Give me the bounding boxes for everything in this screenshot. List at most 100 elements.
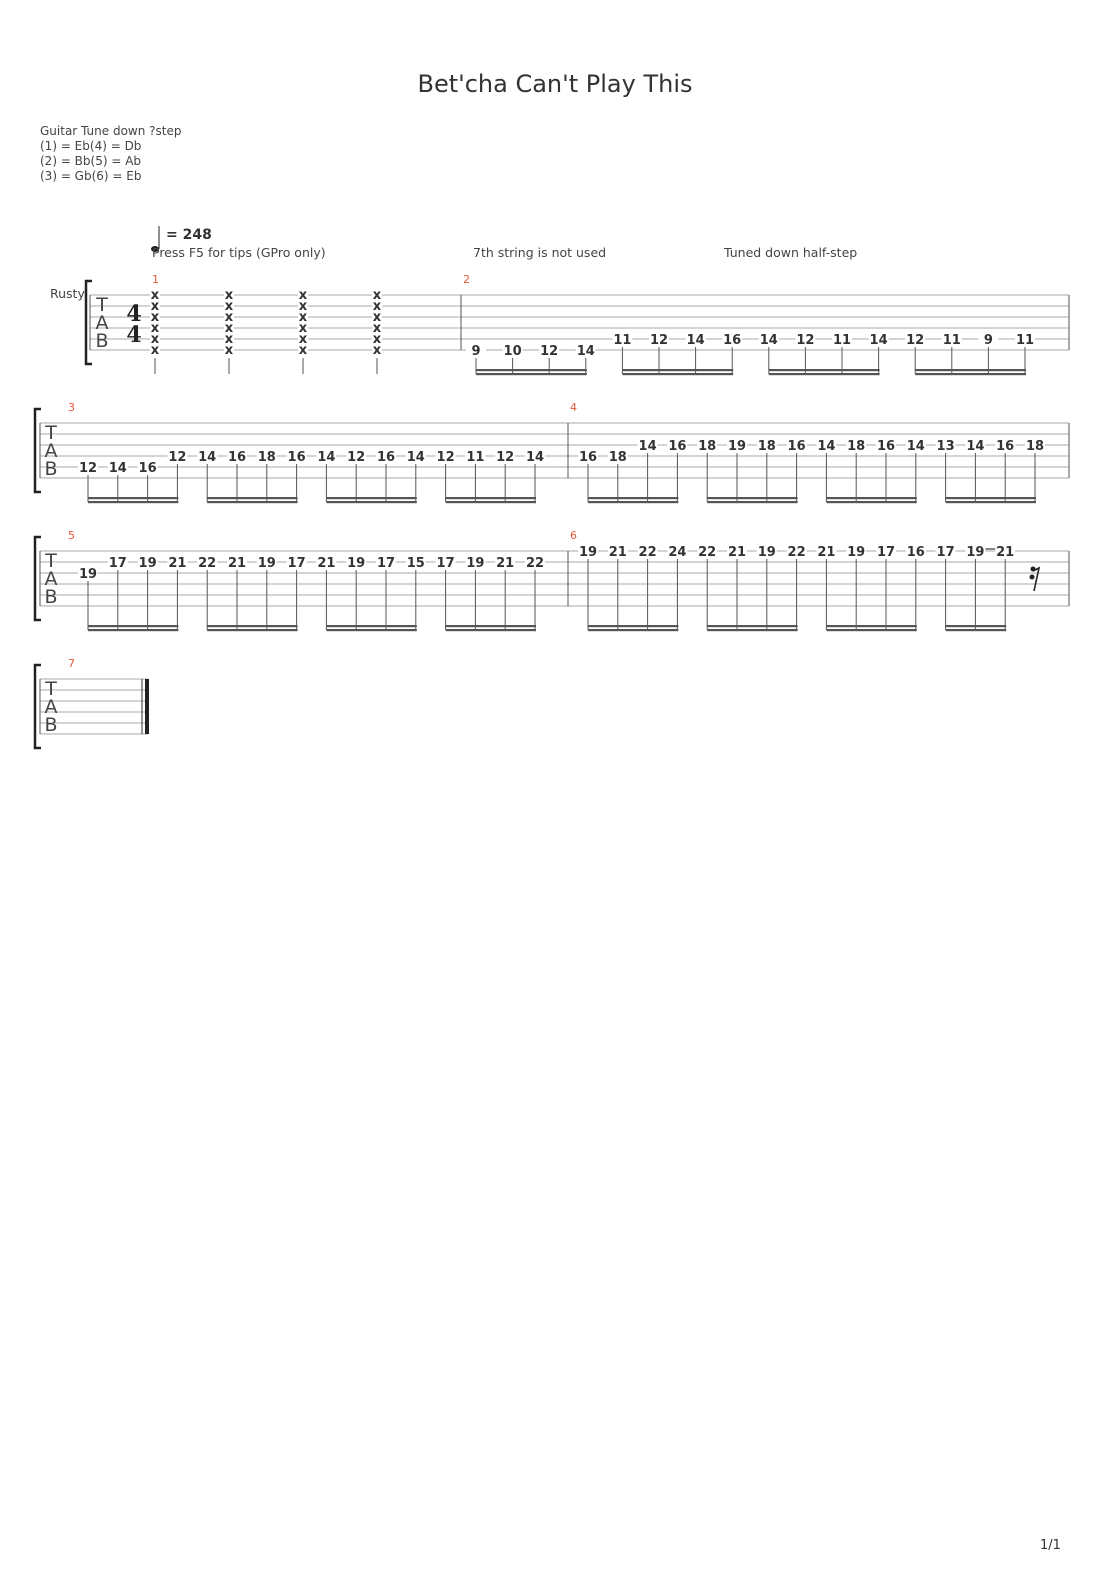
beam [826,497,917,500]
fret-number: 19 [347,556,365,571]
note-mask [435,449,456,462]
note-mask [965,544,986,557]
fret-number: 21 [817,545,835,560]
tab-clef-letter: A [96,312,109,334]
note-mask [905,332,926,345]
fret-number: 9 [471,344,480,359]
fret-number: 12 [796,333,814,348]
beam [207,625,298,628]
fret-number: 11 [833,333,851,348]
beam [768,369,880,372]
note-mask [935,544,956,557]
note-mask [167,555,188,568]
fret-number: 14 [687,333,705,348]
measure-number: 5 [68,529,75,542]
tuning-line: (2) = Bb(5) = Ab [40,154,142,168]
tab-clef-letter: T [44,678,57,700]
note-mask [405,555,426,568]
fret-number: 17 [437,556,455,571]
fret-number: 12 [540,344,558,359]
system-bracket [33,407,41,494]
tab-clef-letter: T [44,550,57,572]
note-mask [298,300,308,311]
beam [945,629,1007,632]
fret-number: 17 [377,556,395,571]
note-mask [578,449,598,462]
tab-clef-letter: B [44,586,57,608]
beam [622,369,734,372]
note-mask [346,449,367,462]
note-mask [786,544,807,557]
dead-note-x: x [225,343,234,358]
dead-note-x: x [373,299,382,314]
note-mask [995,544,1016,557]
fret-number: 16 [579,450,597,465]
fret-number: 21 [609,545,627,560]
note-mask [372,289,382,300]
note-mask [637,544,658,557]
note-mask [372,322,382,333]
measure-number: 4 [570,401,577,414]
fret-number: 18 [258,450,276,465]
fret-number: 12 [347,450,365,465]
note-mask [435,555,456,568]
fret-number: 19 [758,545,776,560]
fret-number: 14 [317,450,335,465]
note-mask [286,449,307,462]
system-bracket [33,663,41,750]
note-mask [795,332,816,345]
beam [445,497,536,500]
note-mask [256,555,277,568]
fret-number: 12 [79,461,97,476]
note-mask [256,449,277,462]
sixteenth-rest [1032,566,1041,592]
note-mask [539,343,560,356]
fret-number: 16 [723,333,741,348]
note-mask [786,438,807,451]
system-bracket [84,279,92,366]
beam [588,497,679,500]
fret-number: 17 [937,545,955,560]
beam [768,373,880,376]
beam [915,373,1026,376]
fret-number: 14 [870,333,888,348]
note-mask [372,311,382,322]
fret-number: 12 [437,450,455,465]
note-mask [495,449,516,462]
note-mask [876,544,896,557]
note-mask [607,544,628,557]
beam [207,497,298,500]
beam [826,625,917,628]
fret-number: 14 [109,461,127,476]
note-mask [846,544,867,557]
tab-clef-letter: T [44,422,57,444]
note-mask [372,333,382,344]
note-mask [832,332,852,345]
fret-number: 11 [613,333,631,348]
dead-note-x: x [299,288,308,303]
beam [915,369,1026,372]
dead-note-x: x [225,310,234,325]
system-bracket [33,535,41,622]
fret-number: 11 [943,333,961,348]
fret-number: 14 [817,439,835,454]
note-mask [376,555,396,568]
fret-number: 21 [996,545,1014,560]
note-mask [107,555,128,568]
dead-note-x: x [373,321,382,336]
measure-number: 7 [68,657,75,670]
note-mask [935,438,956,451]
page-number: 1/1 [1040,1538,1061,1553]
fret-number: 22 [698,545,716,560]
dead-note-x: x [299,321,308,336]
note-mask [722,332,743,345]
beam [445,501,536,504]
note-mask [372,344,382,355]
time-signature-top: 4 [126,301,141,327]
beam [707,501,798,504]
fret-number: 19 [258,556,276,571]
tab-clef-letter: A [45,568,58,590]
note-mask [298,311,308,322]
note-mask [816,438,837,451]
